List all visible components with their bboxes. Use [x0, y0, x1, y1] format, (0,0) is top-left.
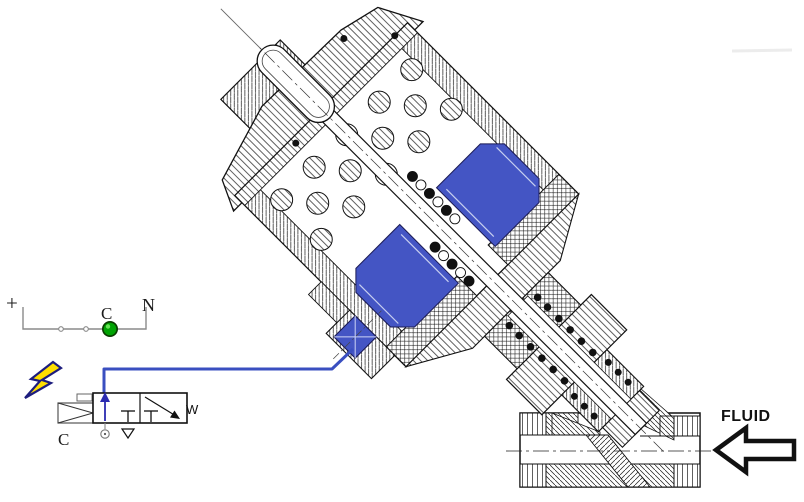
exhaust-icon	[120, 428, 136, 440]
piston-spring-coils	[407, 170, 475, 287]
piston-left-highlight	[355, 223, 460, 328]
flow-arrowhead	[170, 410, 180, 419]
lamp-label: C	[101, 304, 112, 323]
thread-end-left-bottom	[519, 463, 547, 488]
electrical-circuit: + N C	[6, 291, 155, 337]
solenoid-coil	[57, 402, 94, 424]
solenoid-valve-symbol: W C	[24, 360, 199, 449]
fluid-flow-indicator: FLUID	[712, 408, 797, 477]
neutral-label: N	[142, 295, 155, 315]
fluid-direction-arrow-icon	[712, 423, 797, 477]
contact-point	[58, 326, 64, 332]
supply-plus-label: +	[6, 291, 18, 315]
lightning-bolt-icon	[24, 360, 63, 399]
faint-artifact-line	[731, 48, 793, 53]
coil-label: C	[58, 430, 69, 449]
thread-end-right-top	[673, 415, 701, 437]
leader-line	[220, 8, 263, 51]
pilot-port	[333, 310, 382, 360]
stem-centerline	[258, 46, 664, 452]
valve-seat-wedge	[585, 434, 651, 488]
fluid-label: FLUID	[721, 408, 771, 425]
indicator-lamp	[102, 321, 118, 337]
manual-override	[76, 393, 93, 402]
contact-point	[83, 326, 89, 332]
actuator-assembly	[219, 6, 664, 452]
thread-end-left-top	[519, 412, 547, 436]
spring-label: W	[186, 402, 199, 417]
pipe-body	[506, 387, 714, 488]
pilot-air-line	[102, 347, 355, 395]
packing-seals	[505, 293, 632, 420]
thread-end-right-bottom	[673, 463, 701, 488]
piston-right-highlight	[435, 143, 540, 248]
